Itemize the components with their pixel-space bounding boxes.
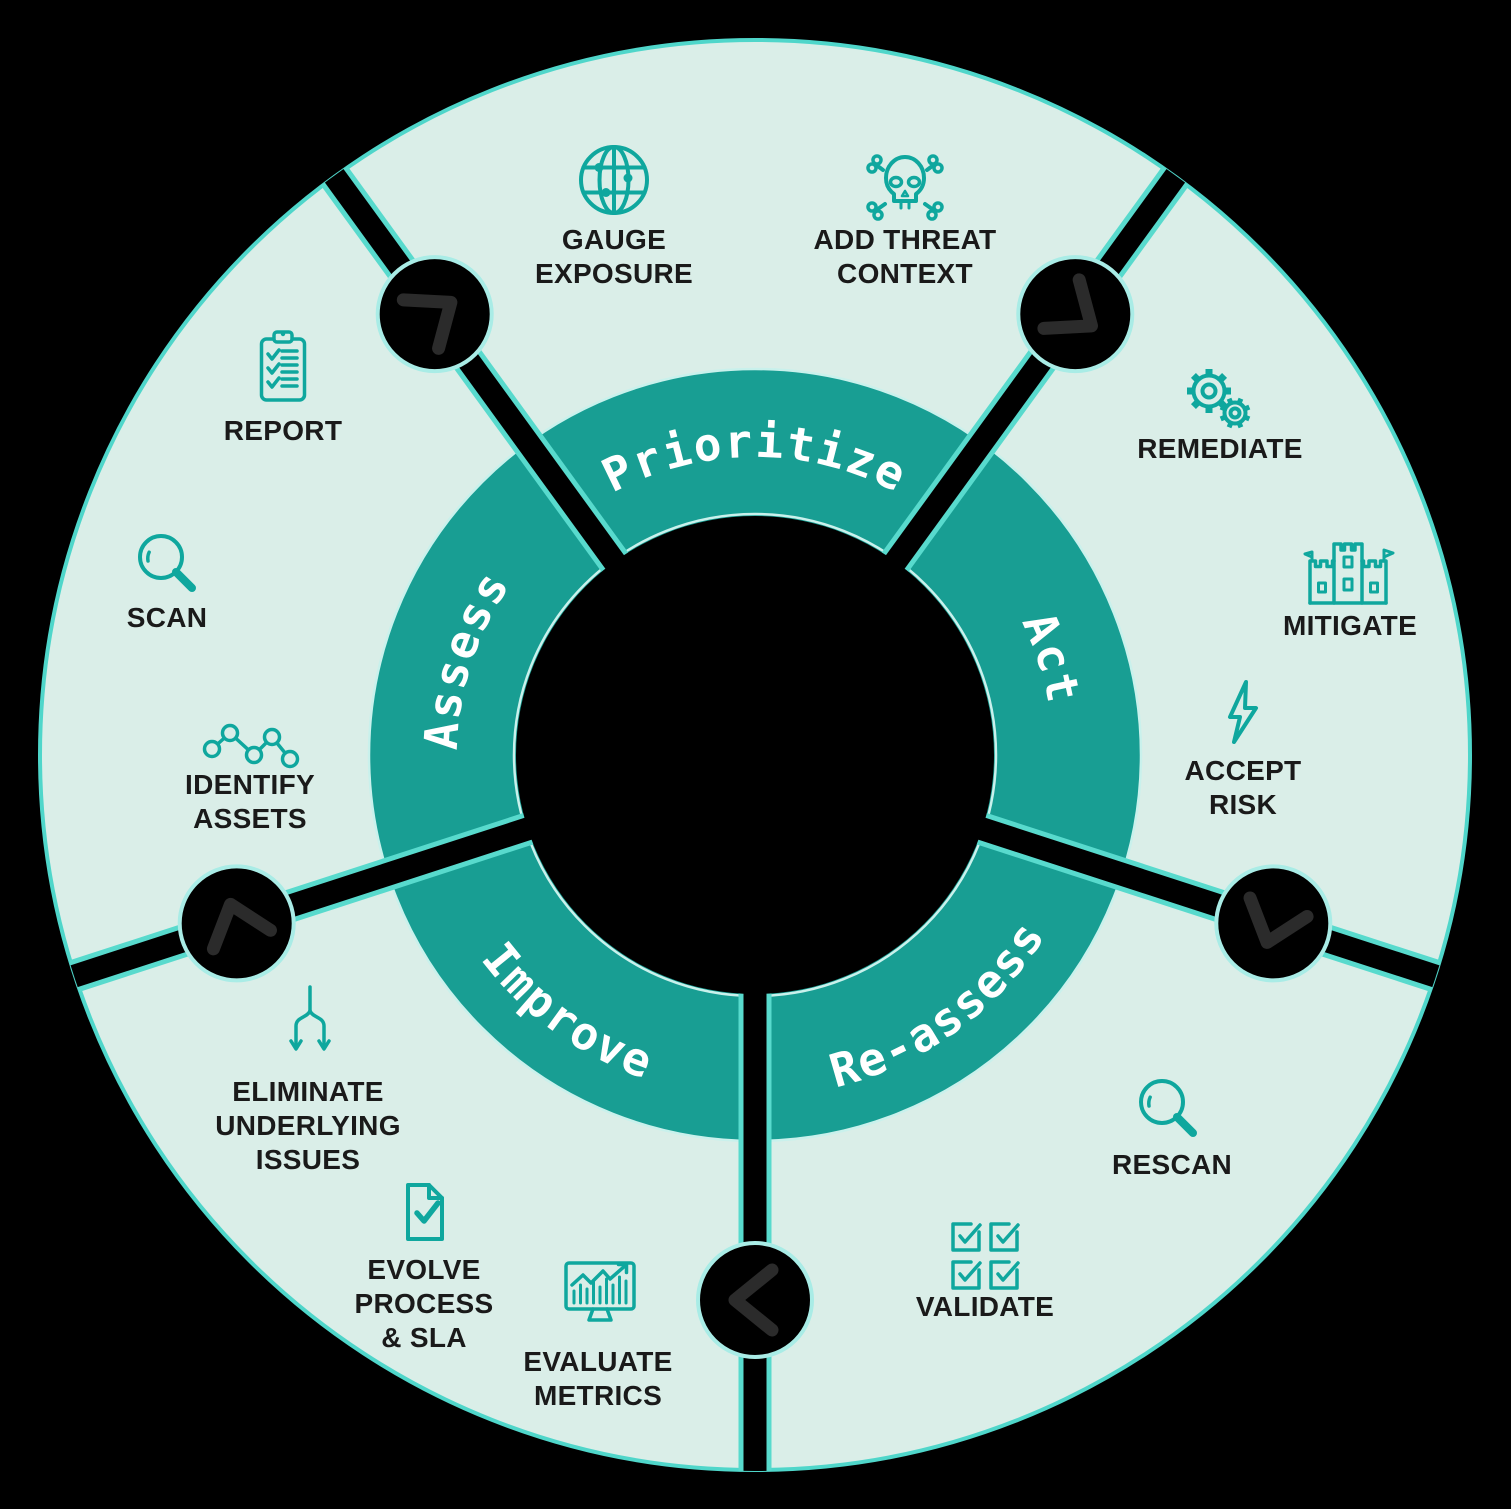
magnifier-icon: [1139, 1079, 1197, 1137]
icons: [138, 145, 1395, 1322]
branch-arrows-icon: [289, 985, 331, 1051]
chevron-flow-icon: [1037, 273, 1098, 335]
flow-connectors: [177, 255, 1333, 1359]
divider-line: [322, 165, 647, 600]
globe-icon: [579, 145, 649, 215]
checkboxes-icon: [951, 1222, 1020, 1290]
flow-connector: [1016, 255, 1135, 374]
flow-connector: [696, 1241, 814, 1359]
flow-connector: [375, 255, 494, 374]
magnifier-icon: [138, 534, 196, 592]
divider-line: [941, 805, 1444, 989]
lightning-icon: [1228, 680, 1258, 744]
center-circle: [516, 516, 994, 994]
clipboard-icon: [259, 330, 307, 402]
castle-icon: [1303, 542, 1395, 605]
chevron-flow-icon: [728, 1263, 779, 1337]
chevron-flow-icon: [1243, 891, 1314, 949]
chevron-flow-icon: [206, 897, 277, 956]
document-check-icon: [406, 1183, 444, 1241]
monitor-chart-icon: [564, 1261, 636, 1322]
skull-crossbones-icon: [866, 154, 944, 221]
flow-connector: [177, 864, 296, 983]
network-nodes-icon: [202, 723, 300, 769]
divider-line: [863, 165, 1188, 600]
divider-line: [66, 805, 569, 989]
chevron-flow-icon: [396, 293, 458, 355]
gears-icon: [1187, 369, 1251, 429]
segment-dividers: [65, 162, 1445, 1471]
flow-connector: [1214, 864, 1333, 983]
